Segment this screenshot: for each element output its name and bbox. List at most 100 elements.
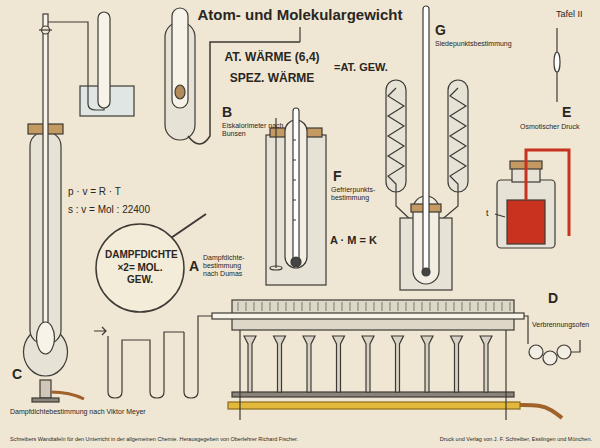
osmosis-apparatus <box>526 150 569 236</box>
ice-calorimeter <box>175 85 185 99</box>
chart-title: Atom- und Molekulargewicht <box>0 6 600 23</box>
combustion-furnace <box>451 336 463 392</box>
callout-letter: B <box>222 104 232 120</box>
caption-text: Gefrierpunkts- bestimmung <box>331 186 383 202</box>
meyer-apparatus <box>39 29 52 30</box>
formula-circle: DAMPFDICHTE ×2= MOL. GEW. <box>95 223 185 313</box>
combustion-furnace <box>366 302 367 311</box>
combustion-furnace <box>543 351 557 365</box>
combustion-furnace <box>94 327 106 335</box>
combustion-furnace <box>502 302 503 311</box>
combustion-furnace <box>406 302 407 311</box>
caption-text: Tafel II <box>556 9 583 19</box>
callout-letter: A <box>189 258 199 274</box>
combustion-furnace <box>254 302 255 311</box>
freezing-point-apparatus <box>293 108 299 260</box>
callout-letter: F <box>333 168 342 184</box>
caption-text: p · v = R · T <box>68 186 121 198</box>
boiling-point-apparatus <box>423 6 429 274</box>
callout-letter: E <box>562 104 571 120</box>
combustion-furnace <box>244 336 256 392</box>
meyer-apparatus <box>48 22 104 110</box>
boiling-point-apparatus <box>386 80 406 192</box>
meyer-apparatus <box>43 14 48 326</box>
combustion-furnace <box>390 302 391 311</box>
combustion-furnace <box>486 302 487 311</box>
freezing-point-apparatus <box>291 257 301 267</box>
gas-hose <box>520 405 562 418</box>
combustion-furnace <box>246 302 247 311</box>
osmosis-apparatus <box>495 28 569 248</box>
combustion-furnace <box>239 330 240 420</box>
combustion-furnace <box>430 302 431 311</box>
meyer-apparatus <box>40 380 51 398</box>
combustion-furnace <box>212 313 524 319</box>
combustion-furnace <box>232 392 514 397</box>
ice-calorimeter <box>172 8 188 108</box>
combustion-furnace <box>524 316 528 344</box>
combustion-furnace <box>318 302 319 311</box>
combustion-furnace <box>422 302 423 311</box>
combustion-furnace <box>446 302 447 311</box>
combustion-furnace <box>505 330 506 420</box>
combustion-furnace <box>108 332 184 398</box>
combustion-furnace <box>557 345 571 359</box>
combustion-furnace <box>333 336 345 392</box>
combustion-furnace <box>238 302 239 311</box>
callout-letter: =AT. GEW. <box>334 61 388 74</box>
caption-text: s : v = Mol : 22400 <box>68 204 150 216</box>
apparatus <box>24 6 581 420</box>
freezing-point-apparatus <box>270 266 282 270</box>
combustion-furnace <box>358 302 359 311</box>
osmosis-apparatus <box>507 200 545 244</box>
combustion-furnace <box>470 302 471 311</box>
callout-letter: G <box>435 22 446 38</box>
combustion-furnace <box>392 336 404 392</box>
combustion-furnace <box>462 302 463 311</box>
combustion-furnace <box>334 302 335 311</box>
dumas-bulb-neck <box>168 214 206 240</box>
callout-letter: AT. WÄRME (6,4) <box>207 51 337 65</box>
combustion-furnace <box>310 302 311 311</box>
osmosis-apparatus <box>495 214 505 217</box>
caption-text: Schreibers Wandtafeln für den Unterricht… <box>10 436 298 442</box>
caption-text: Dampfdichtebestimmung nach Viktor Meyer <box>10 408 146 416</box>
combustion-furnace <box>274 336 286 392</box>
combustion-furnace <box>438 302 439 311</box>
boiling-point-apparatus <box>448 80 468 192</box>
combustion-furnace <box>478 302 479 311</box>
freezing-point-apparatus <box>293 140 296 220</box>
freezing-point-apparatus <box>275 118 276 268</box>
callout-letter: D <box>548 290 558 306</box>
combustion-furnace <box>382 302 383 311</box>
callout-letter: A · M = K <box>330 234 377 247</box>
combustion-furnace <box>294 302 295 311</box>
osmosis-apparatus <box>554 52 560 72</box>
combustion-furnace <box>342 302 343 311</box>
caption-text: t <box>486 208 489 218</box>
combustion-furnace <box>480 336 492 392</box>
combustion-furnace <box>494 302 495 311</box>
combustion-furnace <box>228 402 520 409</box>
combustion-furnace <box>454 302 455 311</box>
caption-text: Osmotischer Druck <box>520 123 580 131</box>
circle-outline <box>96 224 184 312</box>
meyer-apparatus <box>32 398 59 402</box>
combustion-furnace <box>262 302 263 311</box>
caption-text: Druck und Verlag von J. F. Schreiber, Es… <box>440 436 592 442</box>
combustion-furnace <box>278 302 279 311</box>
boiling-point-apparatus <box>388 88 404 192</box>
combustion-furnace <box>529 345 543 359</box>
caption-text: Eiskalorimeter nach Bunsen <box>222 122 284 138</box>
meyer-apparatus <box>37 322 55 354</box>
meyer-apparatus <box>98 12 110 108</box>
combustion-furnace <box>302 302 303 311</box>
freezing-point-apparatus <box>266 108 326 285</box>
caption-text: Verbrennungsofen <box>532 321 589 329</box>
caption-text: Dampfdichte- bestimmung nach Dumas <box>203 254 253 278</box>
combustion-furnace <box>571 340 580 352</box>
combustion-furnace <box>350 302 351 311</box>
combustion-furnace <box>303 336 315 392</box>
